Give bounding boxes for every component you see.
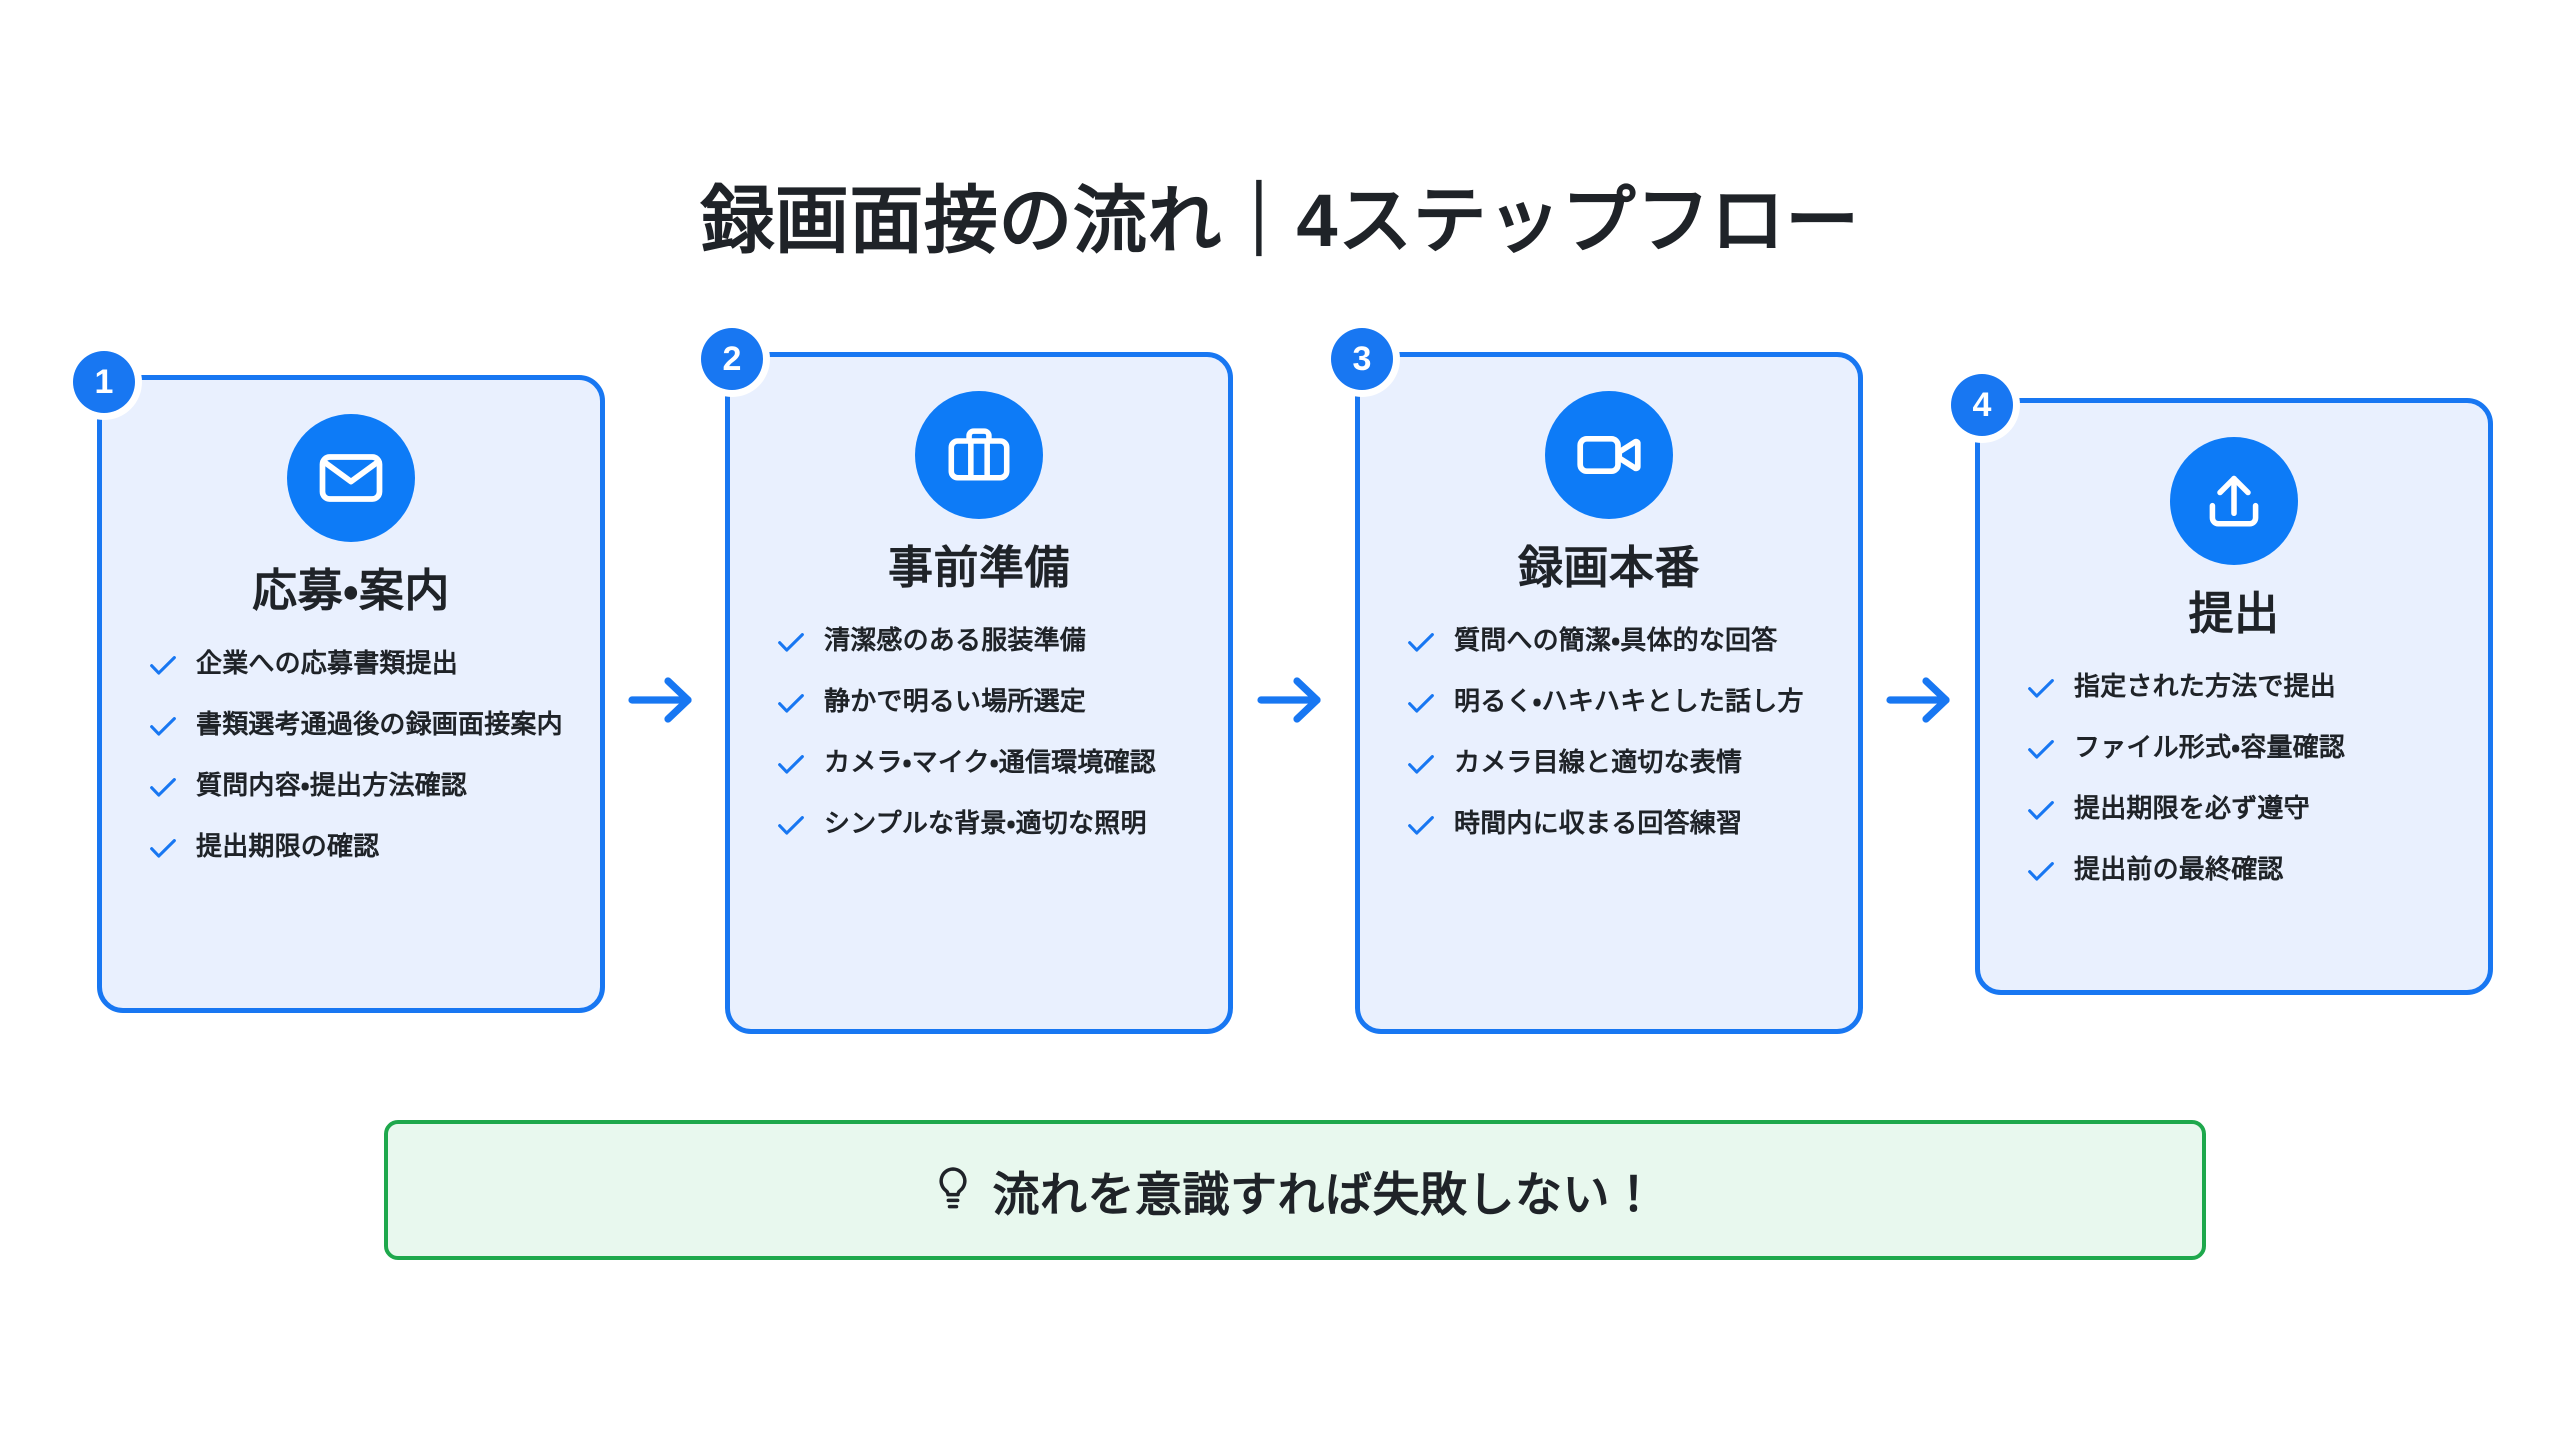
bullet-text: 質問内容・提出方法確認 xyxy=(196,770,468,800)
step-card-1: 1 応募・案内 企業への応募書類提出 xyxy=(73,351,605,1013)
page-title: 録画面接の流れ｜4ステップフロー xyxy=(700,179,1860,262)
step-bullets-1: 企業への応募書類提出 書類選考通過後の録画面接案内 質問内容・提出方法確認 xyxy=(128,644,574,866)
step-bullets-4: 指定された方法で提出 ファイル形式・容量確認 提出期限を必ず遵守 xyxy=(2006,667,2462,889)
arrow-right-icon xyxy=(1255,672,1327,728)
step-icon-wrap-1 xyxy=(128,414,574,542)
list-item: 質問への簡潔・具体的な回答 xyxy=(1404,621,1826,660)
check-icon xyxy=(146,770,180,804)
check-icon xyxy=(146,648,180,682)
bullet-text: 静かで明るい場所選定 xyxy=(824,686,1087,716)
step-bullets-3: 質問への簡潔・具体的な回答 明るく・ハキハキとした話し方 カメラ目線と適切な表情 xyxy=(1386,621,1832,843)
list-item: 提出前の最終確認 xyxy=(2024,850,2456,889)
bullet-text: カメラ・マイク・通信環境確認 xyxy=(824,747,1156,777)
check-icon xyxy=(1404,808,1438,842)
bullet-text: シンプルな背景・適切な照明 xyxy=(824,808,1147,838)
summary-banner-text: 流れを意識すれば失敗しない！ xyxy=(992,1167,1658,1221)
list-item: 質問内容・提出方法確認 xyxy=(146,766,568,805)
bullet-text: 指定された方法で提出 xyxy=(2074,671,2337,701)
check-icon xyxy=(2024,671,2058,705)
bullet-text: 質問への簡潔・具体的な回答 xyxy=(1454,625,1778,655)
step-number-badge-2: 2 xyxy=(701,328,763,390)
list-item: 指定された方法で提出 xyxy=(2024,667,2456,706)
check-icon xyxy=(774,747,808,781)
bullet-text: 時間内に収まる回答練習 xyxy=(1454,808,1743,838)
step-title-3: 録画本番 xyxy=(1517,542,1700,593)
step-card-2: 2 事前準備 清潔感のある服装準備 xyxy=(701,328,1233,1034)
step-title-2: 事前準備 xyxy=(887,542,1070,593)
step-title-1: 応募・案内 xyxy=(252,565,450,616)
check-icon xyxy=(774,625,808,659)
bullet-text: 提出期限を必ず遵守 xyxy=(2074,793,2310,823)
list-item: 提出期限の確認 xyxy=(146,827,568,866)
list-item: カメラ目線と適切な表情 xyxy=(1404,743,1826,782)
summary-banner-inner: 流れを意識すれば失敗しない！ xyxy=(933,1156,1658,1225)
check-icon xyxy=(2024,854,2058,888)
list-item: 時間内に収まる回答練習 xyxy=(1404,804,1826,843)
bullet-text: 提出期限の確認 xyxy=(196,831,380,861)
check-icon xyxy=(146,709,180,743)
list-item: 書類選考通過後の録画面接案内 xyxy=(146,705,568,744)
bullet-text: 明るく・ハキハキとした話し方 xyxy=(1454,686,1804,716)
bullet-text: ファイル形式・容量確認 xyxy=(2074,732,2346,762)
step-title-4: 提出 xyxy=(2188,588,2280,639)
step-icon-wrap-4 xyxy=(2006,437,2462,565)
step-number-badge-4: 4 xyxy=(1951,374,2013,436)
check-icon xyxy=(1404,686,1438,720)
summary-banner: 流れを意識すれば失敗しない！ xyxy=(384,1120,2206,1260)
bullet-text: 提出前の最終確認 xyxy=(2074,854,2284,884)
list-item: 明るく・ハキハキとした話し方 xyxy=(1404,682,1826,721)
check-icon xyxy=(774,686,808,720)
check-icon xyxy=(2024,732,2058,766)
step-card-3: 3 録画本番 質問への簡潔・具体的な回答 xyxy=(1331,328,1863,1034)
list-item: ファイル形式・容量確認 xyxy=(2024,728,2456,767)
arrow-right-icon xyxy=(626,672,698,728)
list-item: 提出期限を必ず遵守 xyxy=(2024,789,2456,828)
list-item: カメラ・マイク・通信環境確認 xyxy=(774,743,1196,782)
upload-icon xyxy=(2170,437,2298,565)
bullet-text: 清潔感のある服装準備 xyxy=(824,625,1087,655)
arrow-right-icon xyxy=(1884,672,1956,728)
list-item: 企業への応募書類提出 xyxy=(146,644,568,683)
lightbulb-icon xyxy=(933,1164,973,1216)
step-number-badge-1: 1 xyxy=(73,351,135,413)
bullet-text: 企業への応募書類提出 xyxy=(196,648,459,678)
check-icon xyxy=(2024,793,2058,827)
check-icon xyxy=(1404,625,1438,659)
check-icon xyxy=(774,808,808,842)
step-card-4: 4 提出 指定された方法で提出 xyxy=(1951,374,2493,995)
bullet-text: カメラ目線と適切な表情 xyxy=(1454,747,1743,777)
envelope-icon xyxy=(287,414,415,542)
video-camera-icon xyxy=(1545,391,1673,519)
step-bullets-2: 清潔感のある服装準備 静かで明るい場所選定 カメラ・マイク・通信環境確認 xyxy=(756,621,1202,843)
step-icon-wrap-2 xyxy=(756,391,1202,519)
list-item: 静かで明るい場所選定 xyxy=(774,682,1196,721)
briefcase-icon xyxy=(915,391,1043,519)
bullet-text: 書類選考通過後の録画面接案内 xyxy=(196,709,563,739)
step-icon-wrap-3 xyxy=(1386,391,1832,519)
check-icon xyxy=(146,831,180,865)
list-item: シンプルな背景・適切な照明 xyxy=(774,804,1196,843)
check-icon xyxy=(1404,747,1438,781)
list-item: 清潔感のある服装準備 xyxy=(774,621,1196,660)
step-number-badge-3: 3 xyxy=(1331,328,1393,390)
